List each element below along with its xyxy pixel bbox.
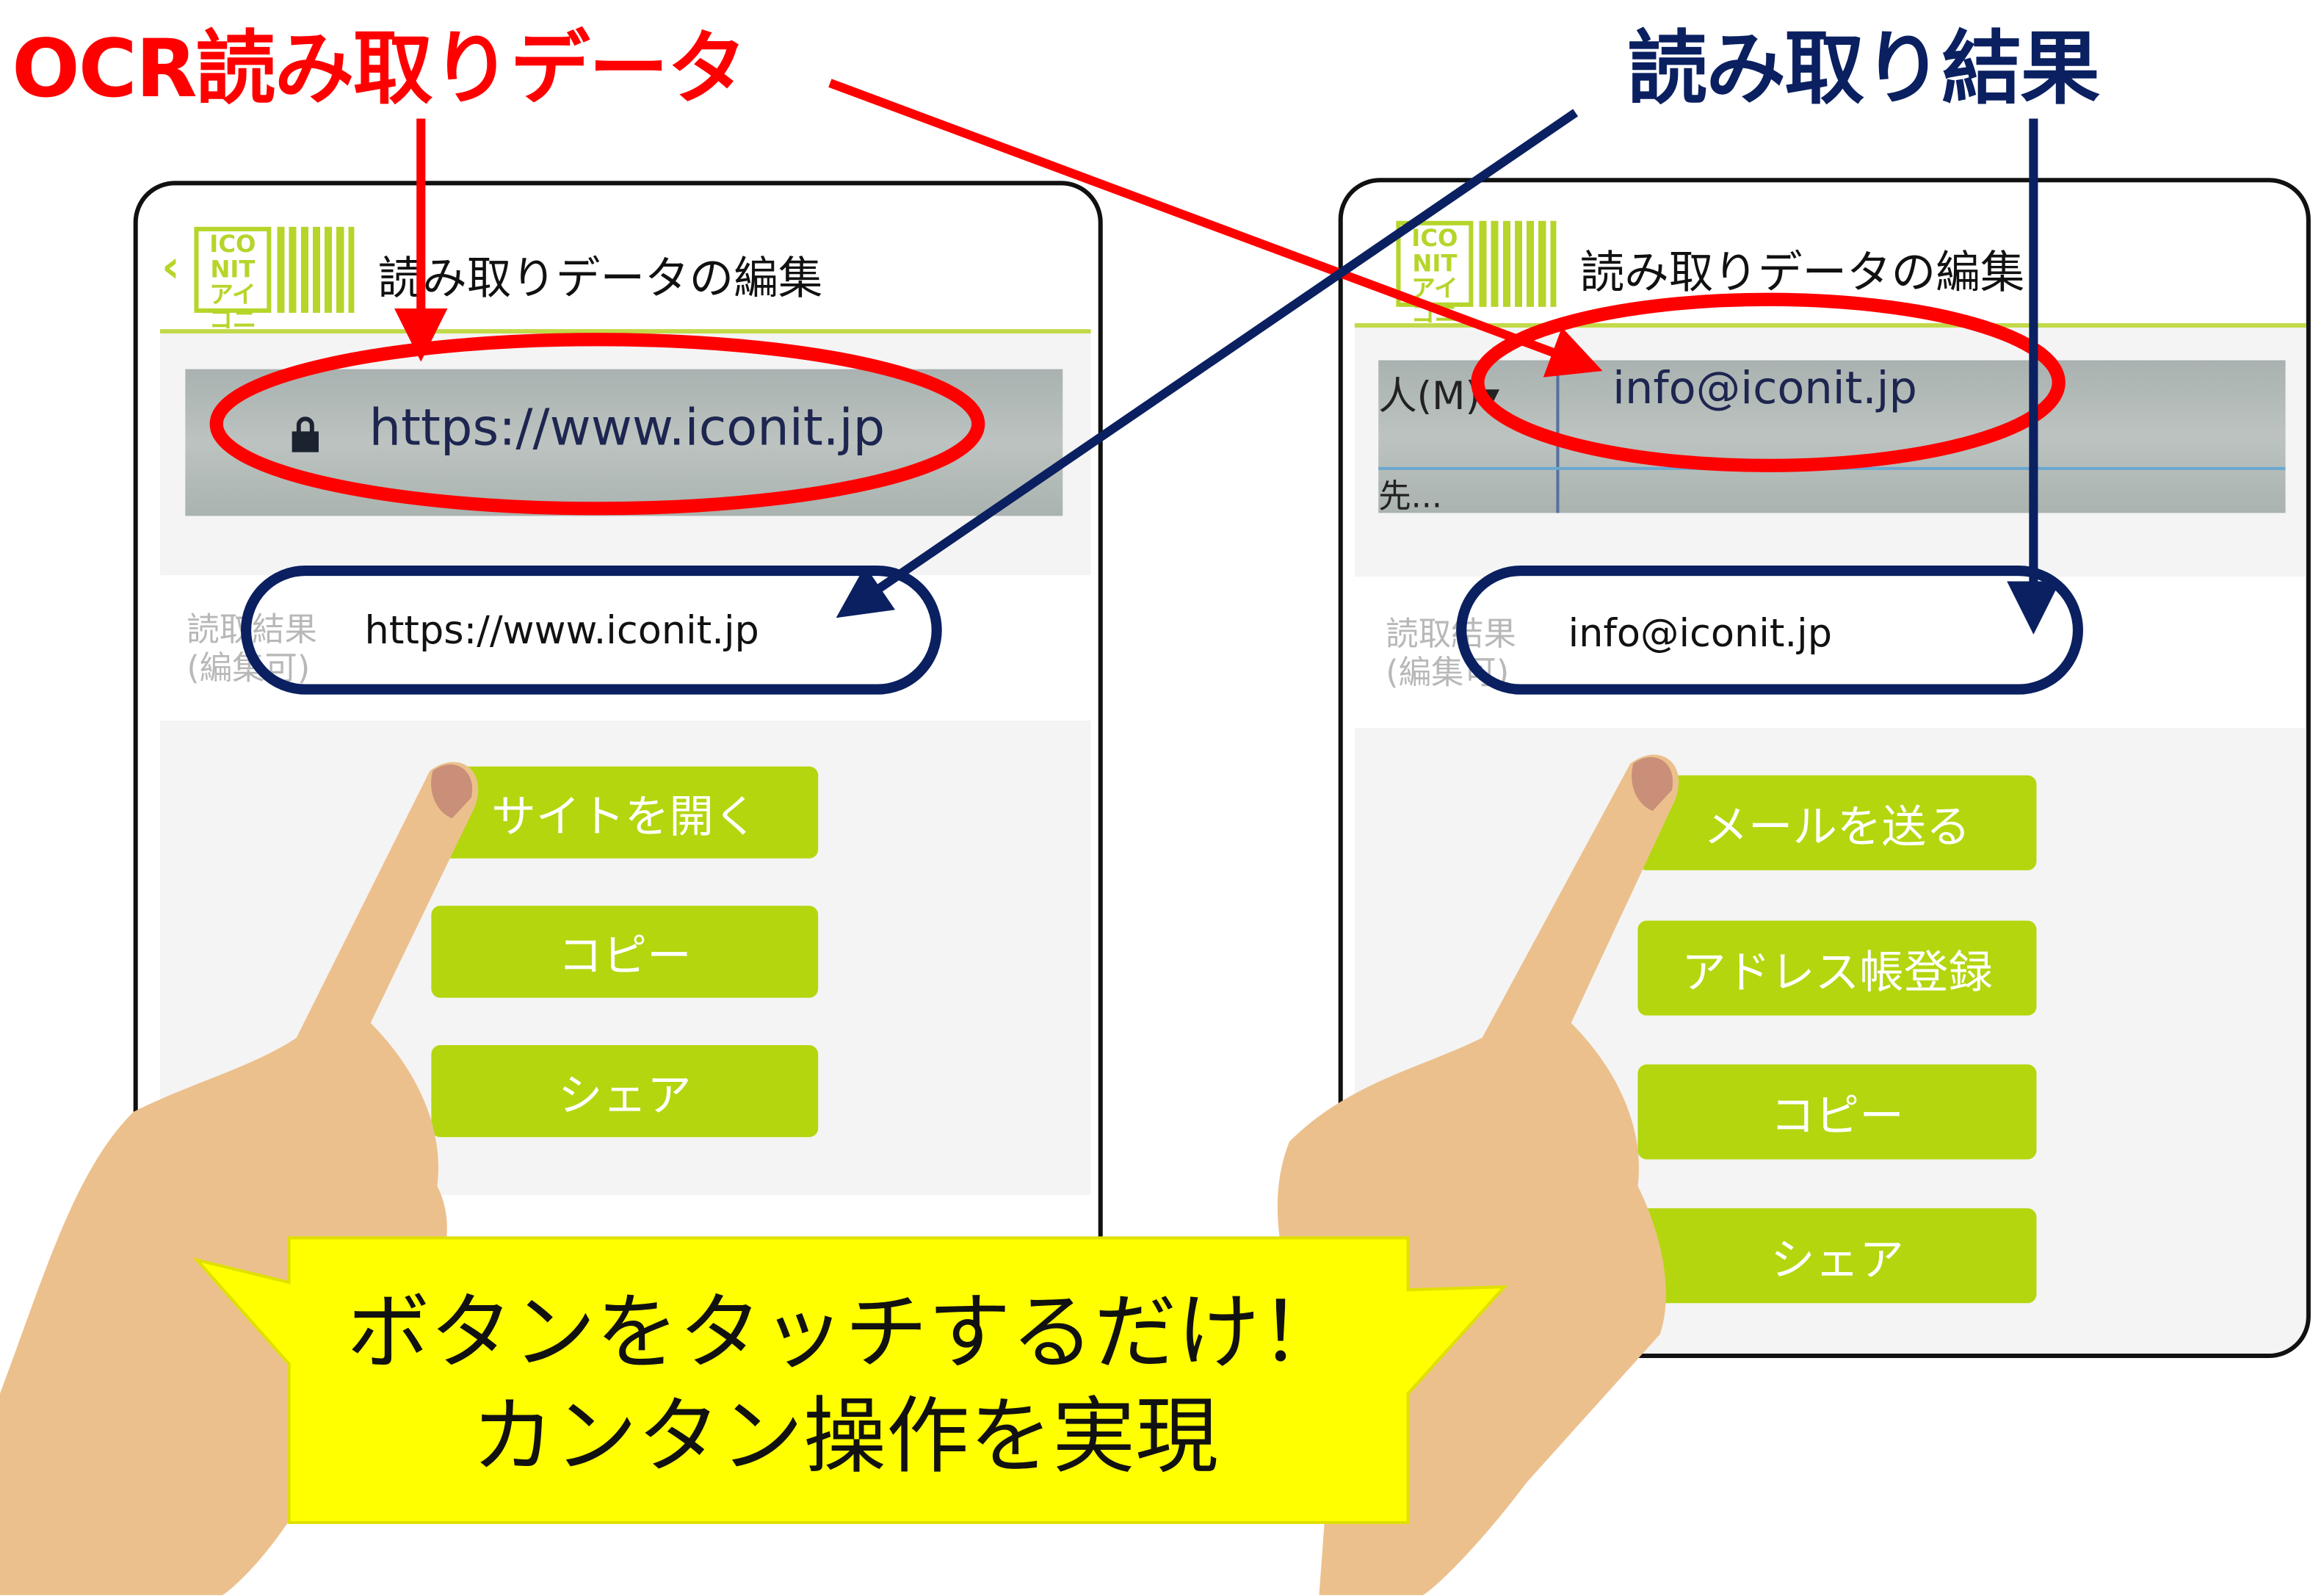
left-result-highlight-frame xyxy=(241,566,942,695)
left-ocr-highlight-ellipse xyxy=(209,333,985,516)
lock-icon xyxy=(292,416,319,452)
header-divider xyxy=(159,329,1091,334)
result-heading: 読み取り結果 xyxy=(1627,22,2100,116)
copy-button[interactable]: コピー xyxy=(431,906,819,998)
result-value-input[interactable]: https://www.iconit.jp xyxy=(364,609,759,654)
screen-title: 読み取りデータの編集 xyxy=(1579,248,2025,300)
ocr-captured-image: https://www.iconit.jp xyxy=(185,369,1063,516)
share-button[interactable]: シェア xyxy=(431,1045,819,1138)
ocr-side-text: 先... xyxy=(1378,478,1442,516)
share-button[interactable]: シェア xyxy=(1637,1208,2037,1304)
callout-bubble xyxy=(192,1236,1508,1525)
ocr-data-heading: OCR読み取りデータ xyxy=(12,22,747,116)
back-chevron-icon[interactable]: ‹ xyxy=(162,242,180,294)
left-fingernail xyxy=(431,764,473,819)
right-fingernail xyxy=(1632,757,1673,812)
navy-arrow-diagonal xyxy=(836,109,1579,618)
copy-button[interactable]: コピー xyxy=(1637,1064,2037,1160)
ocr-image-text: https://www.iconit.jp xyxy=(369,398,886,458)
result-label: 読取結果(編集可) xyxy=(187,612,317,688)
result-value-input[interactable]: info@iconit.jp xyxy=(1568,612,1833,657)
red-arrow-diagonal xyxy=(828,79,1603,378)
ocr-image-text: info@iconit.jp xyxy=(1612,363,1917,416)
right-ocr-highlight-ellipse xyxy=(1471,292,2066,472)
screen-title: 読み取りデータの編集 xyxy=(377,253,823,306)
result-label: 読取結果(編集可) xyxy=(1386,616,1516,693)
callout-text: ボタンをタッチするだけ！ カンタン操作を実現 xyxy=(347,1285,1343,1486)
send-mail-button[interactable]: メールを送る xyxy=(1637,775,2037,870)
header-divider xyxy=(1354,323,2306,328)
right-result-highlight-frame xyxy=(1456,566,2084,695)
open-site-button[interactable]: サイトを開く xyxy=(431,766,819,859)
add-contact-button[interactable]: アドレス帳登録 xyxy=(1637,920,2037,1016)
